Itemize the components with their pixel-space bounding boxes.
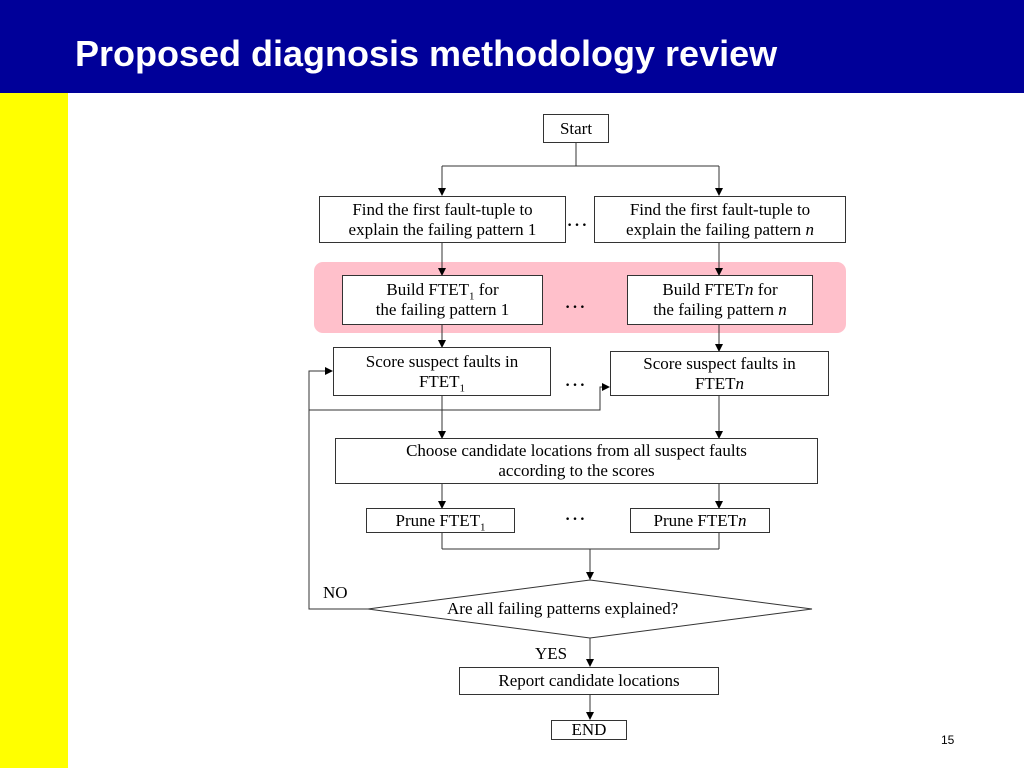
arrow-no-loop-right — [309, 383, 610, 411]
build-left-suffix: for — [474, 280, 499, 299]
find-left-line1: Find the first fault-tuple to — [352, 199, 533, 219]
build-right-line2-text: the failing pattern — [653, 300, 779, 319]
choose-line1: Choose candidate locations from all susp… — [406, 441, 747, 460]
build-left-box: Build FTET1 for the failing pattern 1 — [342, 275, 543, 325]
score-right-line2: FTETn — [695, 374, 744, 394]
page-number: 15 — [941, 733, 955, 747]
start-box: Start — [543, 114, 609, 143]
build-right-line1: Build FTETn for — [662, 280, 777, 300]
build-right-box: Build FTETn for the failing pattern n — [627, 275, 813, 325]
find-right-line2: explain the failing pattern n — [626, 220, 814, 240]
ellipsis-build: … — [564, 288, 587, 313]
start-label: Start — [559, 118, 593, 138]
find-right-line2-var: n — [805, 219, 814, 239]
find-left-line2: explain the failing pattern 1 — [348, 219, 537, 239]
end-box: END — [551, 720, 627, 740]
ellipsis-prune: … — [564, 500, 587, 525]
build-right-prefix: Build FTET — [662, 280, 746, 299]
score-left-line2: FTET1 — [418, 371, 466, 394]
prune-left-label: Prune FTET1 — [395, 510, 486, 533]
find-left-box: Find the first fault-tuple to explain th… — [319, 196, 566, 243]
title-bar — [0, 0, 1024, 93]
prune-left-prefix: Prune FTET — [395, 510, 481, 530]
find-right-line2-text: explain the failing pattern — [626, 219, 806, 239]
score-left-sub: 1 — [459, 381, 466, 394]
build-left-line2: the failing pattern 1 — [375, 300, 510, 319]
decision-label: Are all failing patterns explained? — [447, 599, 679, 618]
score-right-prefix: FTET — [694, 373, 736, 393]
choose-line2: according to the scores — [498, 461, 655, 480]
prune-right-label: Prune FTETn — [653, 511, 746, 531]
find-right-box: Find the first fault-tuple to explain th… — [594, 196, 846, 243]
score-right-line1: Score suspect faults in — [643, 353, 796, 373]
prune-right-prefix: Prune FTET — [653, 510, 739, 530]
score-left-line1: Score suspect faults in — [365, 351, 519, 371]
build-right-var: n — [745, 280, 754, 299]
side-bar — [0, 93, 68, 768]
ellipsis-find: … — [566, 206, 589, 231]
score-left-prefix: FTET — [418, 371, 460, 391]
prune-left-sub: 1 — [480, 520, 486, 533]
report-label: Report candidate locations — [498, 671, 680, 690]
prune-right-var: n — [738, 510, 747, 530]
score-left-box: Score suspect faults in FTET1 — [333, 347, 551, 396]
score-right-var: n — [735, 373, 745, 393]
report-box: Report candidate locations — [459, 667, 719, 695]
build-right-line2: the failing pattern n — [653, 300, 787, 320]
find-right-line1: Find the first fault-tuple to — [629, 199, 811, 219]
build-left-line1: Build FTET1 for — [386, 280, 499, 303]
arrow-no-loop-left — [308, 367, 368, 610]
prune-left-box: Prune FTET1 — [366, 508, 515, 533]
end-label: END — [571, 720, 607, 739]
slide-title: Proposed diagnosis methodology review — [75, 33, 778, 74]
build-left-prefix: Build FTET — [386, 280, 470, 299]
yes-label: YES — [535, 644, 568, 663]
choose-box: Choose candidate locations from all susp… — [335, 438, 818, 484]
no-label: NO — [323, 583, 348, 602]
build-right-suffix: for — [753, 280, 778, 299]
build-right-line2-var: n — [778, 300, 787, 319]
prune-right-box: Prune FTETn — [630, 508, 770, 533]
score-right-box: Score suspect faults in FTETn — [610, 351, 829, 396]
build-left-sub: 1 — [469, 290, 475, 303]
ellipsis-score: … — [564, 366, 587, 391]
